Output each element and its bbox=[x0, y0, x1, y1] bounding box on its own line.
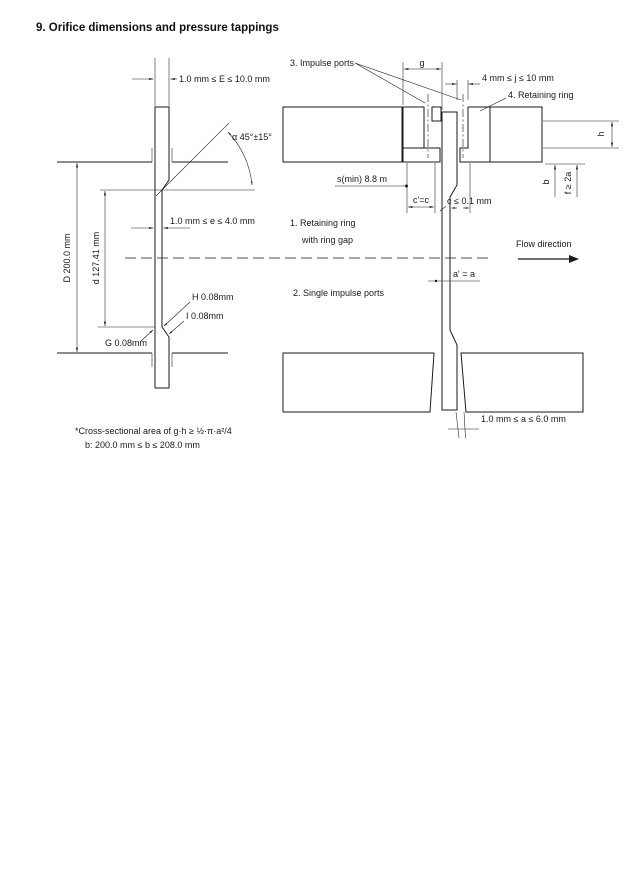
dim-D-label: D 200.0 mm bbox=[62, 233, 72, 282]
edge-H-label: H 0.08mm bbox=[192, 292, 234, 302]
note-1: 1. Retaining ring with ring gap bbox=[290, 218, 356, 245]
dim-f-label: f ≥ 2a bbox=[563, 172, 573, 194]
dim-d-label: d 127.41 mm bbox=[91, 232, 101, 285]
flange-bottom-right bbox=[460, 352, 584, 413]
dim-E-label: 1.0 mm ≤ E ≤ 10.0 mm bbox=[179, 74, 270, 84]
flow-arrow-head bbox=[569, 255, 579, 263]
note-2: 2. Single impulse ports bbox=[293, 288, 385, 298]
dim-a-eq-label: a' = a bbox=[453, 269, 475, 279]
pipe-walls bbox=[57, 148, 228, 367]
flange-bottom-left bbox=[282, 352, 435, 413]
orifice-plate bbox=[154, 106, 170, 389]
orifice-plate-section bbox=[441, 111, 458, 411]
dim-g-label: g bbox=[419, 58, 424, 68]
ring-segment-left bbox=[402, 106, 425, 149]
label-impulse-ports: 3. Impulse ports bbox=[290, 58, 462, 104]
bevel-angle: α 45°±15° bbox=[155, 122, 272, 197]
dim-a-eq: a' = a bbox=[428, 269, 480, 283]
dim-e-label: 1.0 mm ≤ e ≤ 4.0 mm bbox=[170, 216, 255, 226]
flow-direction-label: Flow direction bbox=[516, 239, 572, 249]
edge-G-label: G 0.08mm bbox=[105, 338, 147, 348]
impulse-ports-text: 3. Impulse ports bbox=[290, 58, 355, 68]
label-retaining-ring: 4. Retaining ring bbox=[479, 90, 574, 112]
note-1-line2: with ring gap bbox=[301, 235, 353, 245]
flange-downstream-block bbox=[489, 106, 543, 163]
footnote-1: *Cross-sectional area of g·h ≥ ½·π·a²/4 bbox=[75, 426, 232, 436]
footnotes: *Cross-sectional area of g·h ≥ ½·π·a²/4 … bbox=[75, 426, 232, 450]
dim-b-f: b f ≥ 2a bbox=[541, 163, 585, 197]
edge-H: H 0.08mm bbox=[163, 292, 234, 327]
dim-j-label: 4 mm ≤ j ≤ 10 mm bbox=[482, 73, 554, 83]
angle-alpha-label: α 45°±15° bbox=[232, 132, 272, 142]
dim-h: h bbox=[543, 120, 619, 149]
dim-c-eq-label: c'=c bbox=[413, 195, 429, 205]
dim-c-max-label: c ≤ 0.1 mm bbox=[447, 196, 491, 206]
dim-s: s(min) 8.8 m bbox=[335, 174, 408, 188]
ring-segment-mid bbox=[431, 106, 442, 122]
right-view: 3. Impulse ports g 4 mm ≤ j ≤ 10 mm 4. R… bbox=[282, 58, 619, 439]
footnote-2: b: 200.0 mm ≤ b ≤ 208.0 mm bbox=[85, 440, 200, 450]
left-view: 1.0 mm ≤ E ≤ 10.0 mm D 200.0 mm d 127.41… bbox=[57, 58, 490, 389]
edge-I: I 0.08mm bbox=[168, 311, 224, 335]
flow-direction: Flow direction bbox=[516, 239, 579, 263]
dim-a-range-label: 1.0 mm ≤ a ≤ 6.0 mm bbox=[481, 414, 566, 424]
retaining-ring-text: 4. Retaining ring bbox=[508, 90, 574, 100]
dim-d: d 127.41 mm bbox=[91, 189, 255, 328]
dim-b-label: b bbox=[541, 179, 551, 184]
edge-I-label: I 0.08mm bbox=[186, 311, 224, 321]
ring-segment-right bbox=[459, 106, 491, 163]
dim-e: 1.0 mm ≤ e ≤ 4.0 mm bbox=[131, 216, 255, 230]
note-1-line1: 1. Retaining ring bbox=[290, 218, 356, 228]
dim-j: 4 mm ≤ j ≤ 10 mm bbox=[445, 73, 554, 100]
dim-s-label: s(min) 8.8 m bbox=[337, 174, 387, 184]
flange-upstream-block bbox=[282, 106, 403, 163]
dim-c-max: c ≤ 0.1 mm bbox=[439, 196, 491, 212]
dim-D: D 200.0 mm bbox=[62, 163, 79, 352]
edge-G: G 0.08mm bbox=[105, 329, 154, 348]
dim-g: g bbox=[402, 58, 443, 110]
page-title: 9. Orifice dimensions and pressure tappi… bbox=[36, 22, 279, 34]
ring-seat-left bbox=[402, 147, 441, 163]
dim-h-label: h bbox=[596, 131, 606, 136]
dim-E: 1.0 mm ≤ E ≤ 10.0 mm bbox=[132, 58, 270, 106]
dim-a-range: 1.0 mm ≤ a ≤ 6.0 mm bbox=[448, 411, 566, 439]
dim-c-eq: c'=c bbox=[408, 195, 434, 209]
